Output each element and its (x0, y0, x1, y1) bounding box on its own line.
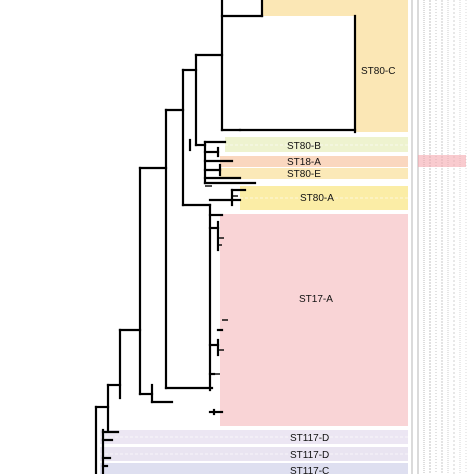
clade-band-st18-a (220, 156, 408, 167)
clade-band-st80-e (220, 168, 408, 179)
clade-bands (100, 0, 408, 474)
clade-band-st117-c (100, 463, 408, 474)
metadata-highlight (418, 155, 466, 167)
leaf-ticks (205, 185, 238, 375)
clade-label-st80-b: ST80-B (287, 141, 321, 152)
clade-band-st80-b (225, 137, 408, 152)
clade-band-st80-c (355, 16, 408, 132)
clade-label-st117-d-2: ST117-D (290, 450, 329, 461)
tree-branches (94, 0, 357, 474)
clade-band-st17-a (220, 214, 408, 426)
metadata-columns (411, 0, 467, 474)
clade-label-st18-a: ST18-A (287, 157, 321, 168)
band-separators (100, 144, 408, 455)
clade-band-st80-c (262, 0, 408, 16)
clade-label-st80-e: ST80-E (287, 169, 321, 180)
clade-label-st117-c: ST117-C (290, 466, 329, 474)
clade-band-st117-d-2 (100, 447, 408, 461)
clade-band-st117-d-1 (100, 430, 408, 444)
clade-label-st17-a: ST17-A (299, 294, 333, 305)
clade-labels: ST80-C ST80-B ST18-A ST80-E ST80-A ST17-… (287, 66, 395, 474)
clade-label-st80-a: ST80-A (300, 193, 334, 204)
clade-label-st117-d-1: ST117-D (290, 433, 329, 444)
clade-label-st80-c: ST80-C (361, 66, 395, 77)
